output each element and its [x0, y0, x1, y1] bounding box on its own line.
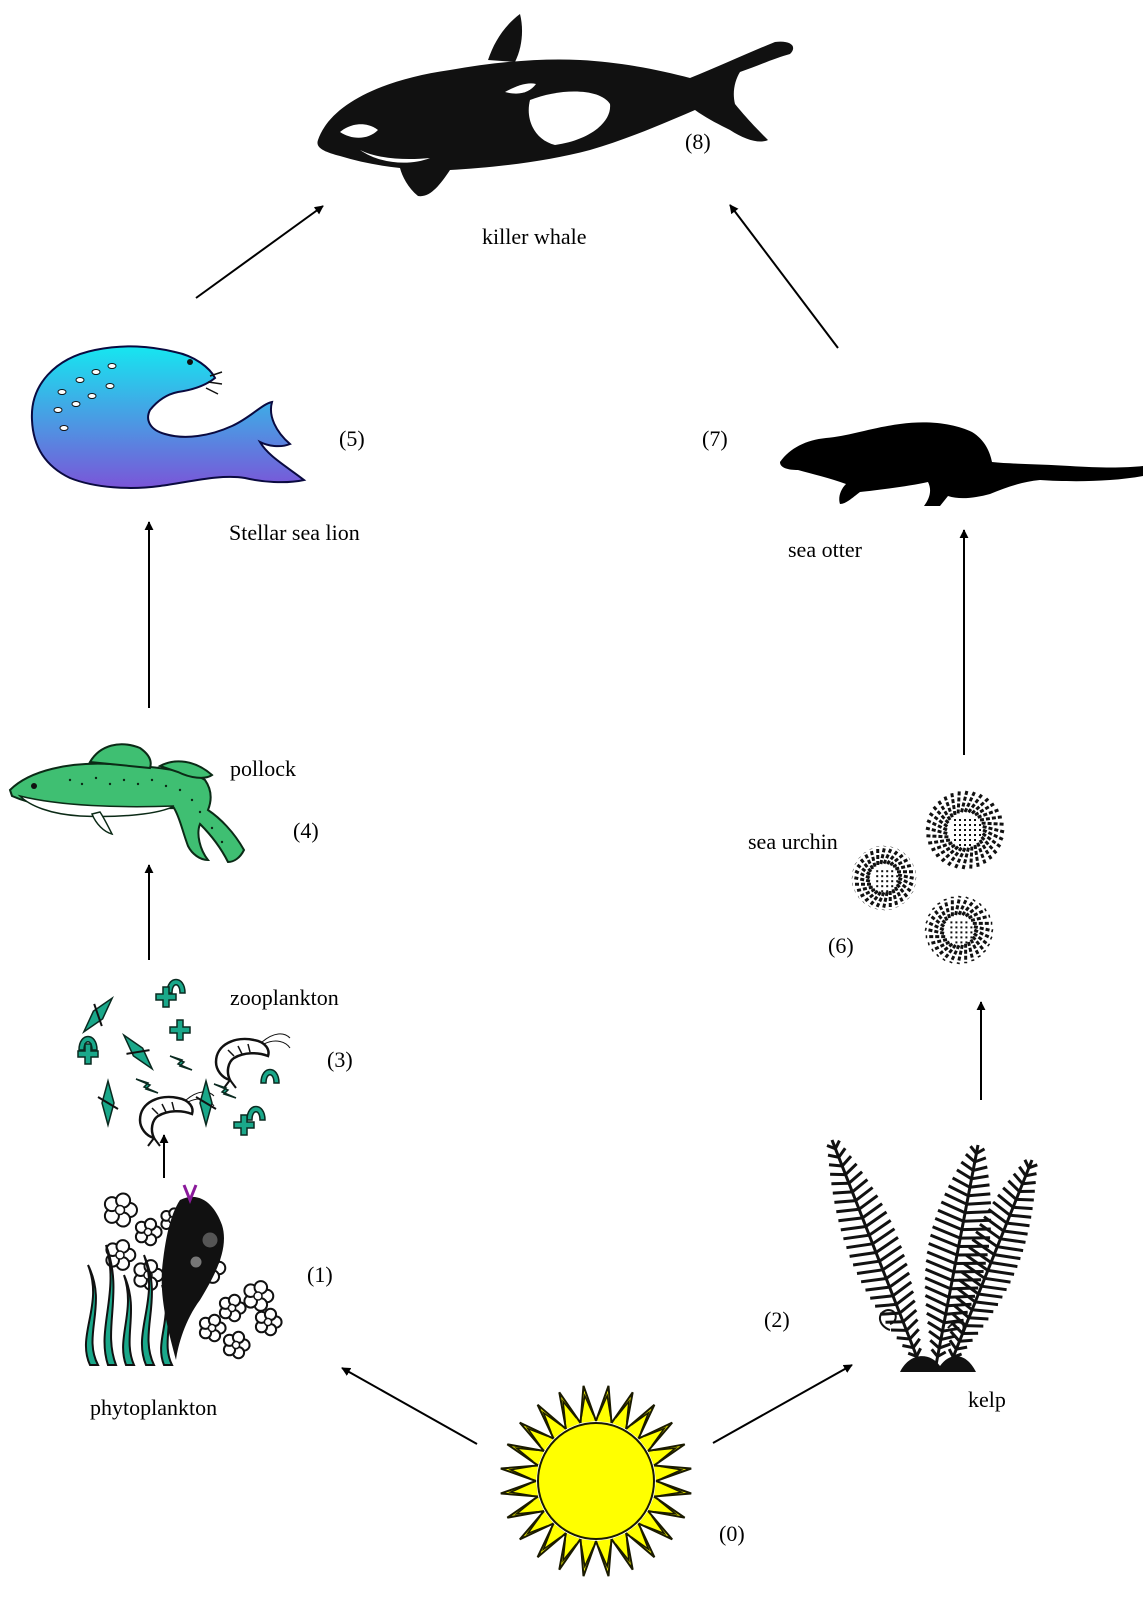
killer-whale-icon	[317, 14, 793, 196]
phytoplankton-number: (1)	[307, 1264, 333, 1286]
killer-whale-label: killer whale	[482, 226, 586, 248]
killer-whale-number: (8)	[685, 131, 711, 153]
sea-otter-label: sea otter	[788, 539, 862, 561]
sea-lion-number: (5)	[339, 428, 365, 450]
kelp-icon	[827, 1140, 1037, 1372]
sea-lion-label: Stellar sea lion	[229, 522, 360, 544]
feeding-arrows	[149, 205, 981, 1444]
sea-otter-icon	[780, 422, 1143, 506]
sea-urchin-label: sea urchin	[748, 831, 838, 853]
zooplankton-number: (3)	[327, 1049, 353, 1071]
arrow-sea-lion-to-killer-whale	[196, 206, 323, 298]
sea-urchin-icon	[852, 790, 1005, 964]
sea-urchin-number: (6)	[828, 935, 854, 957]
pollock-number: (4)	[293, 820, 319, 842]
phytoplankton-icon	[86, 1185, 282, 1365]
arrow-sea-otter-to-killer-whale	[730, 205, 838, 348]
kelp-label: kelp	[968, 1389, 1006, 1411]
sun-icon	[501, 1386, 691, 1576]
kelp-number: (2)	[764, 1309, 790, 1331]
sea-lion-icon	[32, 346, 304, 488]
arrow-sun-to-phytoplankton	[342, 1368, 477, 1444]
sun-number: (0)	[719, 1523, 745, 1545]
sea-otter-number: (7)	[702, 428, 728, 450]
zooplankton-label: zooplankton	[230, 987, 339, 1009]
phytoplankton-label: phytoplankton	[90, 1397, 217, 1419]
pollock-icon	[10, 744, 244, 862]
pollock-label: pollock	[230, 758, 296, 780]
arrow-sun-to-kelp	[713, 1365, 852, 1443]
